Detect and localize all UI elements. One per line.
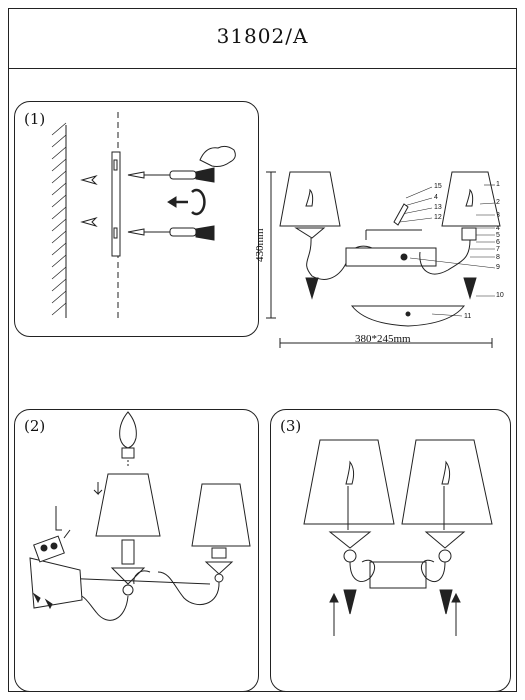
- step-1-label: (1): [24, 110, 46, 128]
- part-number: 4: [496, 225, 500, 232]
- part-number: 1: [496, 181, 500, 188]
- step-1-panel: [14, 101, 259, 337]
- part-number: 6: [496, 239, 500, 246]
- step-2-label: (2): [24, 417, 46, 435]
- header-divider: [8, 68, 517, 69]
- wall-mount-illustration: [51, 112, 236, 322]
- part-number: 7: [496, 246, 500, 253]
- part-number: 15: [434, 183, 442, 190]
- dimensioned-elevation: [266, 171, 501, 348]
- drawing-frame: [8, 8, 517, 692]
- part-number: 5: [496, 232, 500, 239]
- assembly-illustration: [29, 411, 251, 621]
- step-2-panel: [14, 409, 259, 692]
- part-number: 2: [496, 199, 500, 206]
- part-number: 9: [496, 264, 500, 271]
- step-3-label: (3): [280, 417, 302, 435]
- part-number: 8: [496, 254, 500, 261]
- width-dimension: 380*245mm: [355, 333, 411, 345]
- part-number: 10: [496, 292, 504, 299]
- part-number: 11: [464, 313, 472, 320]
- part-number: 4: [434, 194, 438, 201]
- part-number: 13: [434, 204, 442, 211]
- step-3-panel: [270, 409, 511, 692]
- part-number: 12: [434, 214, 442, 221]
- finished-fixture-illustration: [303, 439, 493, 636]
- model-code: 31802/A: [216, 24, 309, 48]
